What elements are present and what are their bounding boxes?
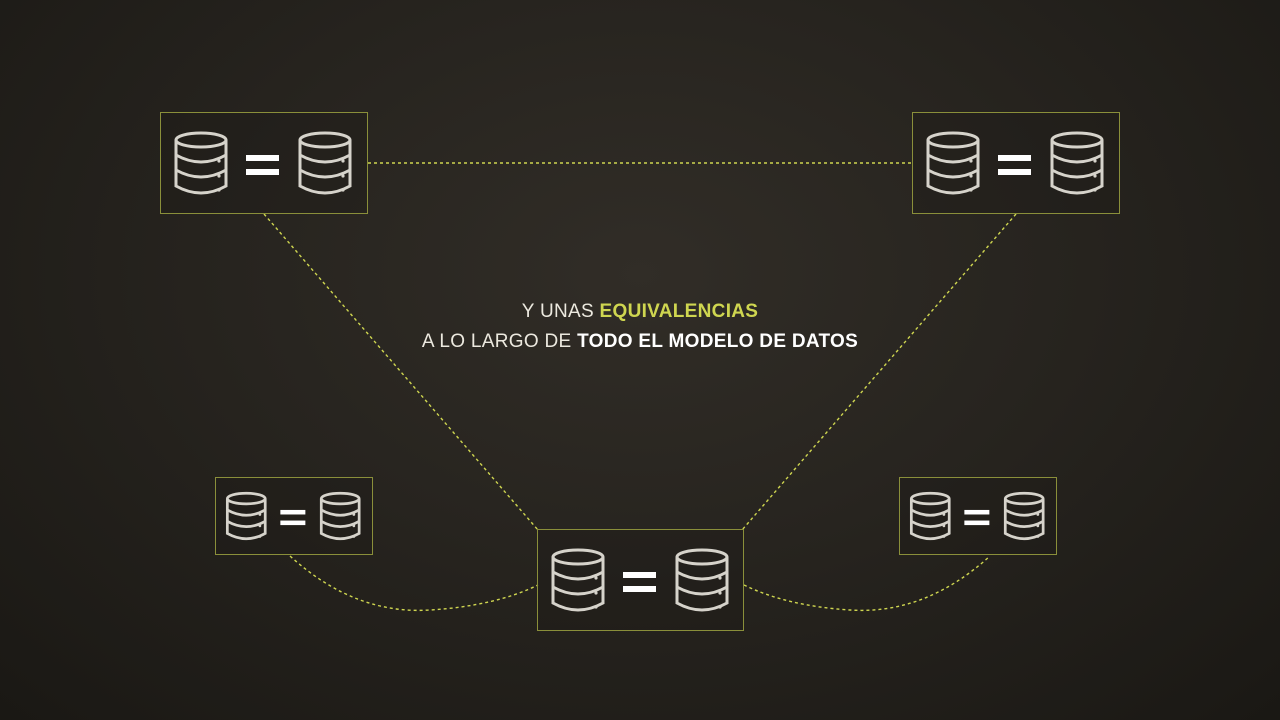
database-icon <box>298 131 352 195</box>
database-icon <box>1003 491 1045 541</box>
database-icon <box>909 491 951 541</box>
database-icon <box>225 491 267 541</box>
database-icon <box>551 548 604 612</box>
connector-left-diagonal <box>263 213 539 531</box>
connector-bottom-left-curve <box>289 555 539 612</box>
caption-line-2-highlight: TODO EL MODELO DE DATOS <box>577 331 859 352</box>
caption-line-2-prefix: A LO LARGO DE <box>421 331 572 352</box>
equals-icon <box>280 509 306 526</box>
node-bottom-left <box>215 477 373 555</box>
node-bottom-center <box>537 529 744 631</box>
connector-right-diagonal <box>741 213 1017 531</box>
node-top-right <box>912 112 1120 214</box>
database-icon <box>926 131 980 195</box>
equals-icon <box>246 155 279 175</box>
caption-line-1-prefix: Y UNAS <box>521 301 594 322</box>
database-icon <box>319 491 361 541</box>
connector-bottom-right-curve <box>743 555 991 612</box>
equals-icon <box>622 572 656 592</box>
equals-icon <box>998 155 1031 175</box>
database-icon <box>174 131 228 195</box>
database-icon <box>1050 131 1104 195</box>
node-top-left <box>160 112 368 214</box>
node-bottom-right <box>899 477 1057 555</box>
equals-icon <box>964 509 990 526</box>
caption-line-1: Y UNAS EQUIVALENCIAS <box>0 297 1280 327</box>
database-icon <box>675 548 728 612</box>
caption-line-2: A LO LARGO DE TODO EL MODELO DE DATOS <box>0 327 1280 357</box>
caption-line-1-highlight: EQUIVALENCIAS <box>599 301 759 322</box>
